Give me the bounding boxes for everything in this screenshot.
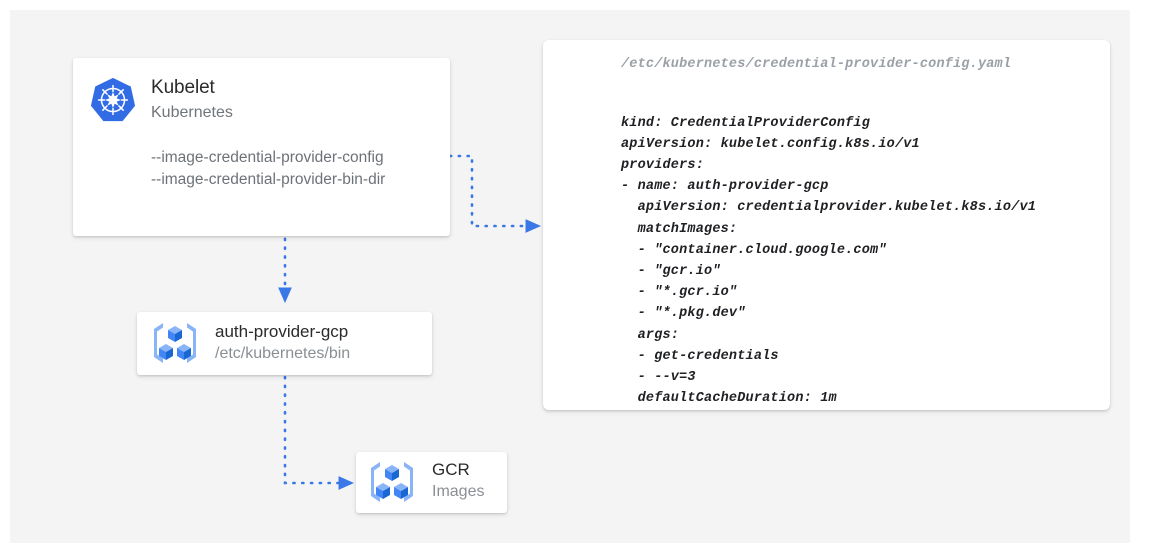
gcr-title: GCR	[432, 460, 470, 479]
config-file-path: /etc/kubernetes/credential-provider-conf…	[621, 57, 1012, 72]
cube-bottom-left	[376, 483, 390, 499]
cube-bottom-right	[177, 344, 191, 360]
credential-provider-config-panel[interactable]: /etc/kubernetes/credential-provider-conf…	[543, 40, 1110, 410]
kubelet-flag-config: --image-credential-provider-config	[151, 149, 384, 166]
kubelet-flag-bin-dir: --image-credential-provider-bin-dir	[151, 171, 386, 188]
auth-provider-title: auth-provider-gcp	[215, 322, 349, 341]
config-yaml-content: kind: CredentialProviderConfig apiVersio…	[621, 115, 1037, 407]
kubelet-subtitle: Kubernetes	[151, 104, 233, 121]
kubelet-node-card[interactable]: Kubelet Kubernetes --image-credential-pr…	[73, 58, 450, 236]
cube-bottom-left	[159, 344, 173, 360]
kubelet-title: Kubelet	[151, 77, 215, 98]
kubernetes-logo-icon	[90, 77, 136, 122]
cube-top	[385, 465, 399, 481]
gcp-container-registry-icon	[154, 323, 196, 363]
cube-bottom-right	[394, 483, 408, 499]
gcp-container-registry-icon	[371, 462, 413, 502]
auth-provider-subtitle: /etc/kubernetes/bin	[215, 345, 351, 362]
auth-provider-gcp-node-card[interactable]: auth-provider-gcp /etc/kubernetes/bin	[137, 312, 432, 375]
gcr-subtitle: Images	[432, 483, 485, 500]
gcr-node-card[interactable]: GCR Images	[356, 452, 507, 513]
cube-top	[168, 326, 182, 342]
